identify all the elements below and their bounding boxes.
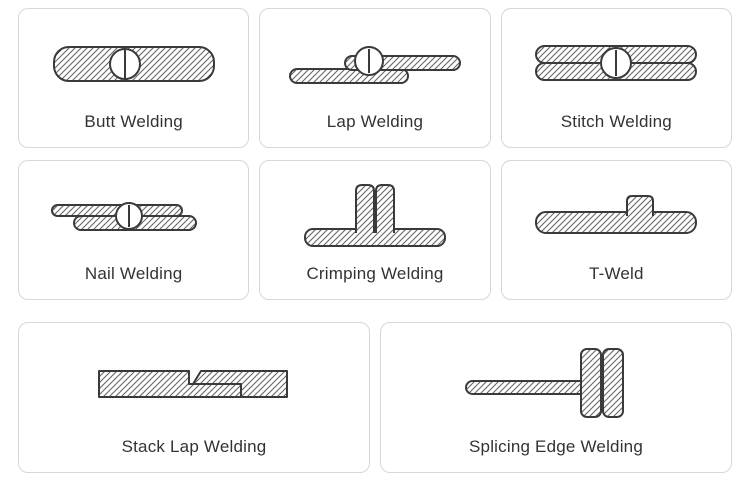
stack-lap-welding-label: Stack Lap Welding (121, 437, 267, 456)
stitch-welding-diagram (502, 9, 731, 112)
butt-welding-diagram (19, 9, 248, 112)
row-2: Nail Welding Crimping Welding T-Weld (18, 160, 732, 300)
crimping-welding-diagram (260, 161, 489, 264)
nail-welding-icon (50, 201, 197, 231)
cell-lap-welding: Lap Welding (259, 8, 491, 148)
t-weld-icon (535, 194, 698, 234)
lap-welding-diagram (260, 9, 489, 112)
t-weld-diagram (502, 161, 731, 264)
stitch-welding-label: Stitch Welding (560, 112, 672, 131)
stack-lap-welding-diagram (19, 323, 369, 437)
cell-stack-lap-welding: Stack Lap Welding (18, 322, 370, 473)
nail-welding-label: Nail Welding (84, 264, 183, 283)
row-3: Stack Lap Welding Splicing Edge Welding (18, 322, 732, 473)
cell-splicing-edge-welding: Splicing Edge Welding (380, 322, 732, 473)
t-weld-label: T-Weld (588, 264, 644, 283)
stitch-welding-icon (535, 44, 698, 81)
stack-lap-welding-icon (98, 370, 288, 398)
butt-welding-label: Butt Welding (84, 112, 183, 131)
row-1: Butt Welding Lap Welding (18, 8, 732, 148)
cell-butt-welding: Butt Welding (18, 8, 250, 148)
cell-stitch-welding: Stitch Welding (500, 8, 732, 148)
crimping-welding-label: Crimping Welding (306, 264, 444, 283)
butt-welding-icon (52, 45, 215, 82)
nail-welding-diagram (19, 161, 248, 264)
lap-welding-icon (288, 45, 461, 84)
crimping-welding-icon (303, 183, 446, 247)
splicing-edge-welding-label: Splicing Edge Welding (469, 437, 643, 456)
cell-crimping-welding: Crimping Welding (259, 160, 491, 300)
splicing-edge-welding-icon (465, 348, 624, 418)
lap-welding-label: Lap Welding (326, 112, 424, 131)
splicing-edge-welding-diagram (381, 323, 731, 437)
cell-nail-welding: Nail Welding (18, 160, 250, 300)
cell-t-weld: T-Weld (500, 160, 732, 300)
